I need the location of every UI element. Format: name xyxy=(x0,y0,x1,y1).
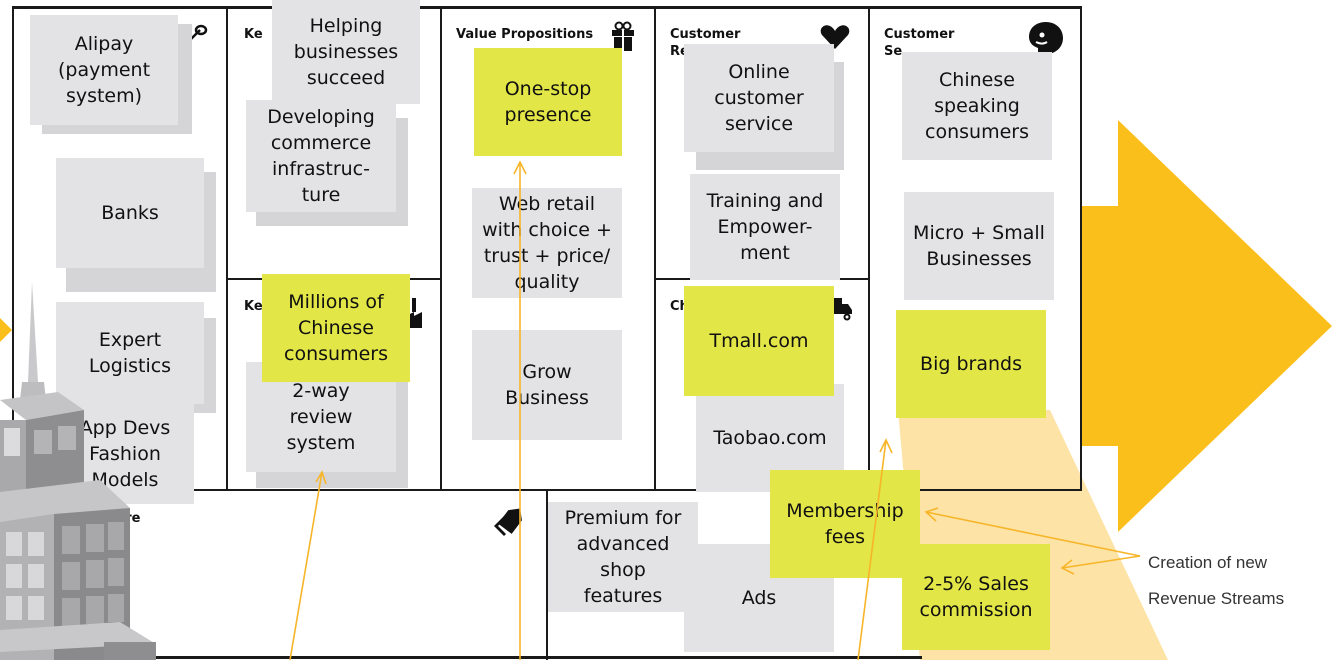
key-resources-header: Ke xyxy=(244,299,263,314)
heart-icon xyxy=(820,25,850,49)
factory-icon xyxy=(406,298,422,328)
note-one-stop: One-stop presence xyxy=(474,48,622,156)
annotation-line-1: Creation of new xyxy=(1148,553,1268,572)
cost-revenue-divider xyxy=(546,489,548,660)
canvas-left-border xyxy=(12,6,14,660)
note-sales-commission: 2-5% Sales commission xyxy=(902,544,1050,650)
gift-icon xyxy=(612,21,634,51)
divider-2 xyxy=(440,6,442,490)
note-expert-logistics: Expert Logistics xyxy=(56,302,204,404)
note-training: Training and Empower- ment xyxy=(690,174,840,280)
person-icon xyxy=(1029,22,1063,54)
note-tmall: Tmall.com xyxy=(684,286,834,396)
divider-4 xyxy=(868,6,870,490)
note-developing-commerce: Developing commerce infrastruc- ture xyxy=(246,100,396,212)
divider-3 xyxy=(654,6,656,490)
canvas-top-border xyxy=(12,6,1082,9)
note-web-retail: Web retail with choice + trust + price/ … xyxy=(472,188,622,298)
note-premium: Premium for advanced shop features xyxy=(548,502,698,612)
note-millions-consumers: Millions of Chinese consumers xyxy=(262,274,410,382)
annotation-line-2: Revenue Streams xyxy=(1148,589,1285,608)
canvas-bottom-border xyxy=(12,656,922,659)
skyscraper-illustration xyxy=(0,282,156,660)
divider-1 xyxy=(226,6,228,490)
note-chinese-speaking: Chinese speaking consumers xyxy=(902,52,1052,160)
note-micro-small: Micro + Small Businesses xyxy=(904,192,1054,300)
note-membership: Membership fees xyxy=(770,470,920,578)
key-activities-header: Ke xyxy=(244,27,263,42)
canvas-right-border xyxy=(1080,6,1082,490)
tag-icon xyxy=(494,508,522,536)
customer-segments-header: Customer Se xyxy=(884,27,955,59)
note-grow-business: Grow Business xyxy=(472,330,622,440)
note-big-brands: Big brands xyxy=(896,310,1046,418)
note-helping-businesses: Helping businesses succeed xyxy=(272,0,420,104)
value-propositions-header: Value Propositions xyxy=(456,27,594,42)
left-arrow-tip xyxy=(0,318,12,342)
note-alipay: Alipay (payment system) xyxy=(30,15,178,125)
note-banks: Banks xyxy=(56,158,204,268)
truck-icon xyxy=(832,298,852,321)
note-online-service: Online customer service xyxy=(684,44,834,152)
right-arrow-graphic xyxy=(1080,120,1332,532)
